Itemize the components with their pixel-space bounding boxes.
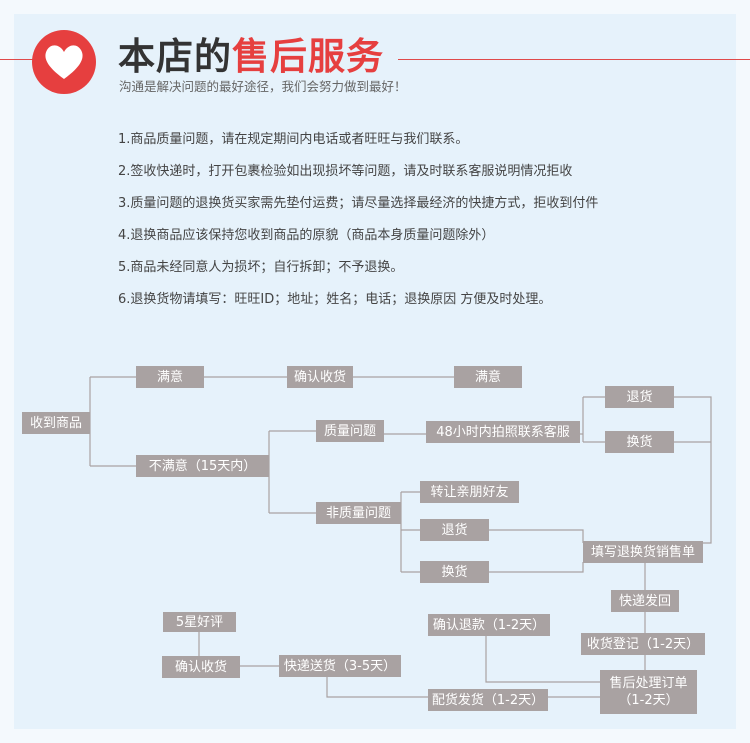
rule-item: 5.商品未经同意人为损坏；自行拆卸；不予退换。: [118, 260, 404, 275]
flow-satisfied: 满意: [136, 366, 204, 388]
header-rule-left: [0, 59, 34, 60]
rule-item: 3.质量问题的退换货买家需先垫付运费；请尽量选择最经济的快捷方式，拒收到付件: [118, 196, 599, 211]
flow-ship-goods: 配货发货（1-2天）: [428, 689, 548, 711]
flow-return-mid: 退货: [420, 519, 489, 541]
title-part1: 本店的: [118, 35, 232, 78]
flow-confirm-receipt: 确认收货: [287, 366, 353, 388]
title-part2: 售后服务: [232, 35, 384, 78]
heart-badge: [32, 30, 96, 94]
rules-list: 1.商品质量问题，请在规定期间内电话或者旺旺与我们联系。 2.签收快递时，打开包…: [118, 130, 598, 322]
page-title: 本店的售后服务: [118, 26, 384, 80]
flow-receipt-register: 收货登记（1-2天）: [581, 633, 705, 655]
flow-exchange-mid: 换货: [420, 561, 489, 583]
rule-item: 2.签收快递时，打开包裹检验如出现损坏等问题，请及时联系客服说明情况拒收: [118, 164, 573, 179]
flow-five-star: 5星好评: [163, 612, 236, 632]
after-sales-order-days: （1-2天）: [618, 693, 679, 708]
flow-quality-issue: 质量问题: [316, 420, 384, 442]
flow-fill-form: 填写退换货销售单: [583, 541, 703, 563]
rule-item: 6.退换货物请填写：旺旺ID；地址；姓名；电话；退换原因 方便及时处理。: [118, 292, 552, 307]
flow-express-delivery: 快递送货（3-5天）: [279, 655, 401, 677]
after-sales-order-label: 售后处理订单: [609, 676, 688, 691]
page-subtitle: 沟通是解决问题的最好途径，我们会努力做到最好！: [119, 79, 407, 94]
flow-express-return: 快递发回: [611, 590, 679, 612]
rule-item: 4.退换商品应该保持您收到商品的原貌（商品本身质量问题除外）: [118, 228, 495, 243]
flow-received: 收到商品: [22, 412, 90, 434]
flow-return-top: 退货: [605, 386, 674, 408]
header-rule-right: [398, 59, 750, 60]
flow-non-quality-issue: 非质量问题: [316, 502, 401, 524]
flow-confirm-refund: 确认退款（1-2天）: [428, 614, 550, 636]
heart-icon: [45, 45, 83, 79]
flow-exchange-top: 换货: [605, 431, 674, 453]
rule-item: 1.商品质量问题，请在规定期间内电话或者旺旺与我们联系。: [118, 132, 469, 147]
flow-satisfied-end: 满意: [454, 366, 522, 388]
flow-photo-contact: 48小时内拍照联系客服: [426, 421, 580, 443]
flow-transfer-friends: 转让亲朋好友: [420, 481, 519, 503]
flow-after-sales-order: 售后处理订单 （1-2天）: [600, 670, 697, 714]
flow-confirm-receipt-bottom: 确认收货: [162, 656, 240, 678]
flow-unsatisfied: 不满意（15天内）: [136, 455, 269, 477]
